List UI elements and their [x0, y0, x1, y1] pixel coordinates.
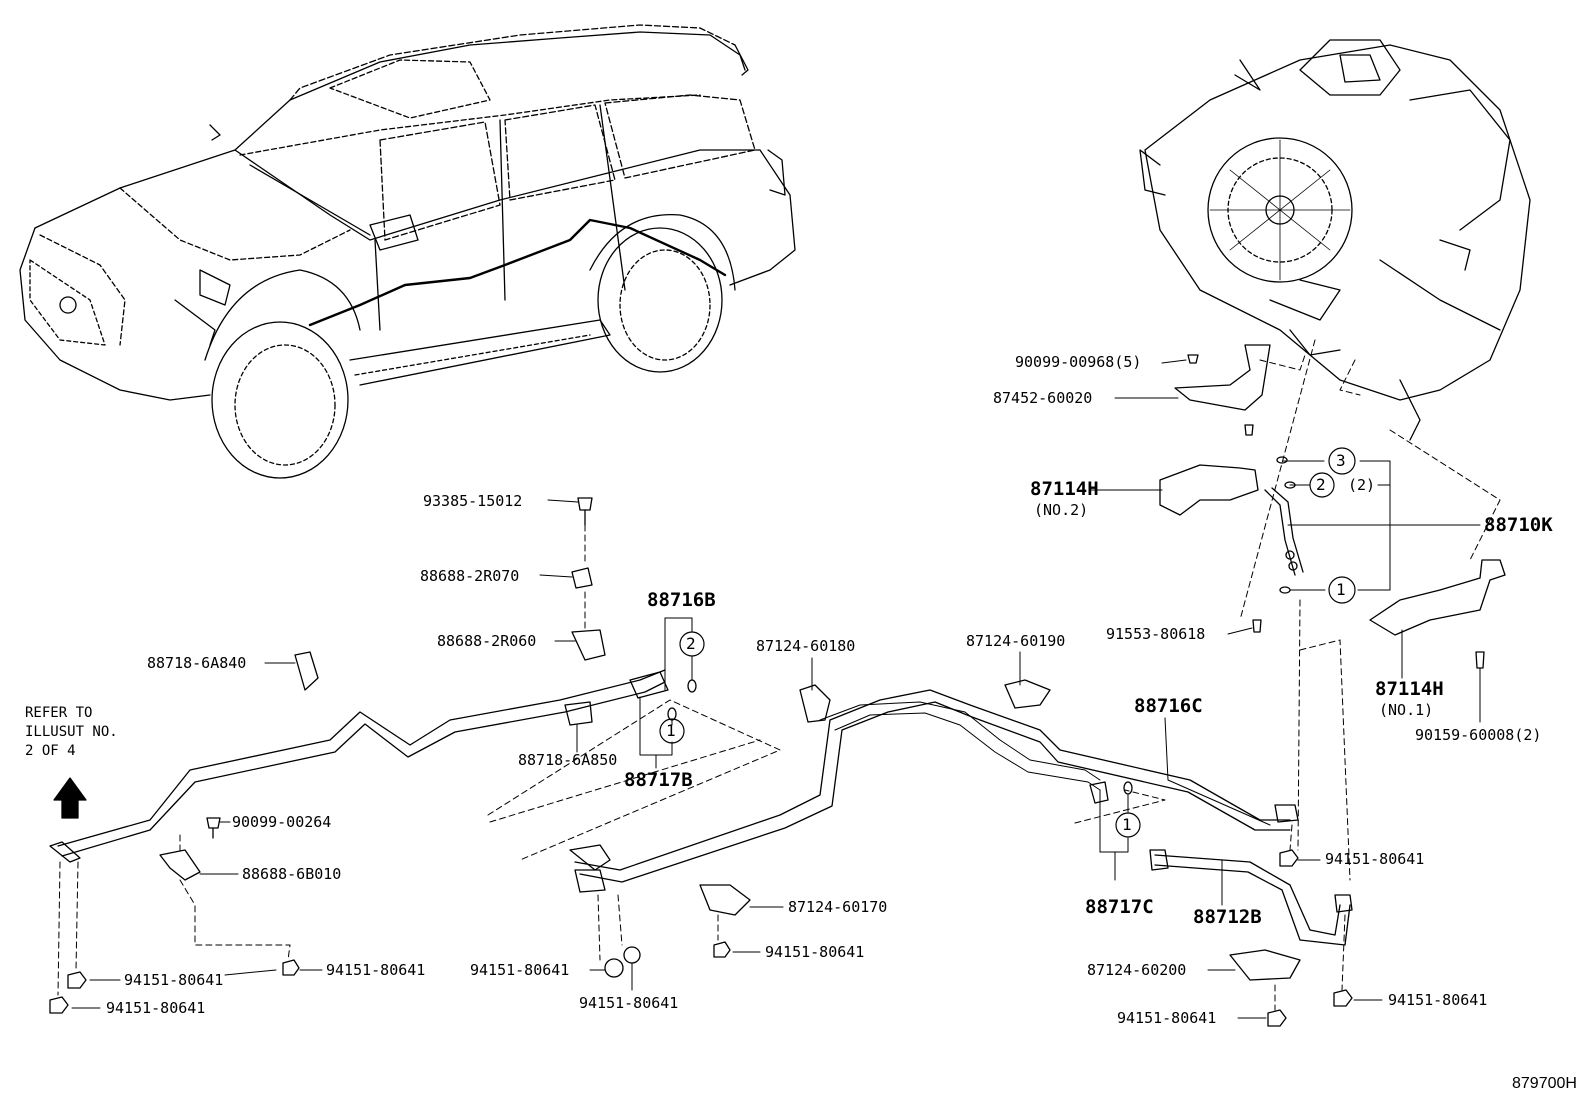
callout-1: 1	[666, 721, 676, 740]
label-94151-80641: 94151-80641	[124, 971, 224, 989]
rear-pipe-assembly	[1149, 344, 1506, 981]
callout-3: 3	[1336, 451, 1346, 470]
label-94151-80641: 94151-80641	[1325, 850, 1425, 868]
callout-circles	[659, 447, 1356, 838]
label-88688-6b010: 88688-6B010	[242, 865, 342, 883]
label-90099-00968: 90099-00968(5)	[1015, 353, 1142, 371]
label-94151-80641: 94151-80641	[579, 994, 679, 1012]
label-94151-80641: 94151-80641	[326, 961, 426, 979]
label-88717c: 88717C	[1085, 896, 1154, 918]
label-88716b: 88716B	[647, 589, 716, 611]
label-91553-80618: 91553-80618	[1106, 625, 1206, 643]
label-87114h-no1-sub: (NO.1)	[1379, 701, 1434, 719]
figure-id: 879700H	[1512, 1075, 1577, 1092]
label-90159-60008: 90159-60008(2)	[1415, 726, 1542, 744]
label-87124-60200: 87124-60200	[1087, 961, 1187, 979]
callout-1: 1	[1122, 815, 1132, 834]
vehicle-illustration	[19, 24, 796, 479]
label-87452-60020: 87452-60020	[993, 389, 1093, 407]
label-93385-15012: 93385-15012	[423, 492, 523, 510]
label-87114h-no2: 87114H	[1030, 478, 1099, 500]
label-qty-2: (2)	[1348, 476, 1376, 494]
label-87124-60180: 87124-60180	[756, 637, 856, 655]
label-94151-80641: 94151-80641	[106, 999, 206, 1017]
callout-2: 2	[1316, 475, 1326, 494]
front-pipe-assembly	[49, 497, 697, 881]
label-87124-60170: 87124-60170	[788, 898, 888, 916]
label-90099-00264: 90099-00264	[232, 813, 332, 831]
label-88718-6a840: 88718-6A840	[147, 654, 247, 672]
callout-1: 1	[1336, 580, 1346, 599]
label-94151-80641: 94151-80641	[1388, 991, 1488, 1009]
label-88710k: 88710K	[1484, 514, 1553, 536]
leader-lines	[71, 359, 1481, 1019]
refer-arrow-icon	[53, 777, 87, 819]
label-94151-80641: 94151-80641	[765, 943, 865, 961]
label-87114h-no1: 87114H	[1375, 678, 1444, 700]
alignment-lines	[57, 339, 1501, 1011]
refer-note: REFER TO ILLUSUT NO. 2 OF 4	[25, 705, 118, 759]
callout-2: 2	[686, 634, 696, 653]
label-94151-80641: 94151-80641	[1117, 1009, 1217, 1027]
label-88688-2r070: 88688-2R070	[420, 567, 520, 585]
label-88717b: 88717B	[624, 769, 693, 791]
label-88712b: 88712B	[1193, 906, 1262, 928]
label-94151-80641: 94151-80641	[470, 961, 570, 979]
label-88688-2r060: 88688-2R060	[437, 632, 537, 650]
label-87114h-no2-sub: (NO.2)	[1034, 501, 1089, 519]
label-88718-6a850: 88718-6A850	[518, 751, 618, 769]
label-88716c: 88716C	[1134, 695, 1203, 717]
label-87124-60190: 87124-60190	[966, 632, 1066, 650]
blower-unit-illustration	[1139, 39, 1531, 441]
